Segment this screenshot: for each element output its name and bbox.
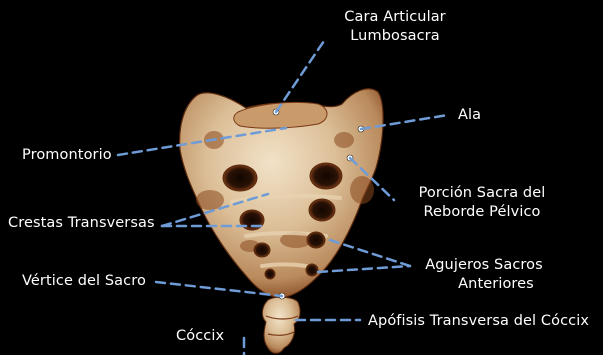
label-vertice-sacro: Vértice del Sacro — [22, 272, 146, 291]
coccyx-bone — [262, 297, 300, 353]
label-apofisis-transversa: Apófisis Transversa del Cóccix — [368, 312, 589, 331]
label-porcion-sacra: Porción Sacra del Reborde Pélvico — [402, 184, 562, 222]
leader-cara-articular — [276, 38, 326, 112]
label-promontorio: Promontorio — [22, 146, 112, 165]
label-crestas-transversas: Crestas Transversas — [8, 214, 155, 233]
label-ala: Ala — [458, 106, 481, 125]
label-coccix: Cóccix — [176, 327, 224, 346]
label-agujeros-sacros: Agujeros Sacros Anteriores — [414, 256, 554, 294]
leader-agujeros-2 — [318, 266, 410, 272]
label-cara-articular: Cara Articular Lumbosacra — [330, 8, 460, 46]
